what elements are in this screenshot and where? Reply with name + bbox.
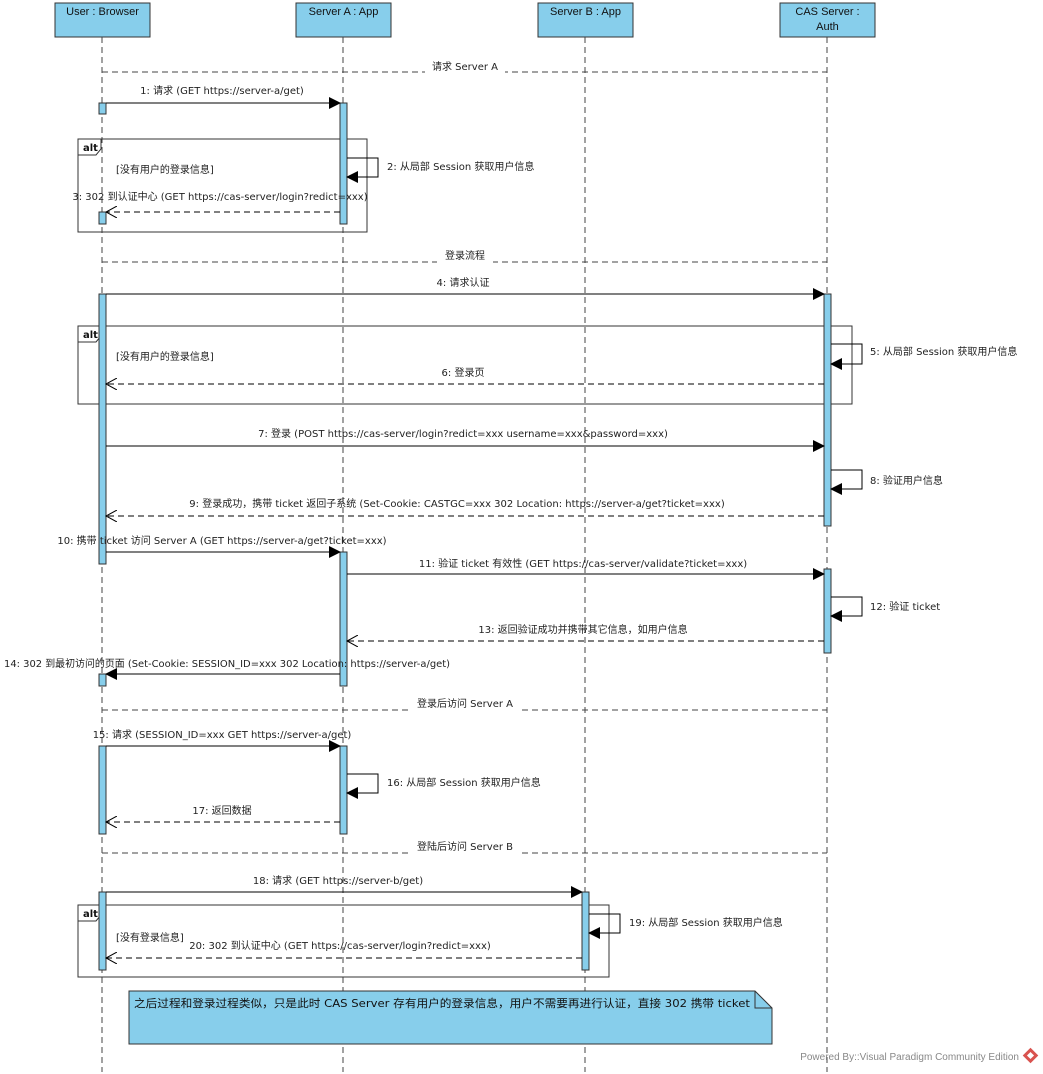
alt-keyword: alt: [83, 909, 98, 920]
participant-cas: CAS Server : Auth: [779, 2, 876, 38]
alt-frame: alt [没有登录信息]: [77, 904, 610, 978]
participant-server-a: Server A : App: [295, 2, 392, 38]
divider: 登录后访问 Server A: [102, 697, 827, 711]
message-label: 13: 返回验证成功并携带其它信息，如用户信息: [478, 623, 687, 636]
message-label: 11: 验证 ticket 有效性 (GET https://cas-serve…: [419, 557, 747, 570]
message: 20: 302 到认证中心 (GET https://cas-server/lo…: [106, 939, 582, 958]
message: 9: 登录成功，携带 ticket 返回子系统 (Set-Cookie: CAS…: [106, 497, 824, 516]
alt-guard: [没有登录信息]: [116, 931, 184, 944]
message: 1: 请求 (GET https://server-a/get): [106, 84, 341, 109]
message: 11: 验证 ticket 有效性 (GET https://cas-serve…: [347, 557, 825, 580]
message-label: 4: 请求认证: [437, 276, 490, 289]
participant-user: User : Browser: [54, 2, 151, 38]
participant-label: Server A : App: [309, 6, 379, 18]
message-label: 20: 302 到认证中心 (GET https://cas-server/lo…: [189, 939, 491, 952]
alt-keyword: alt: [83, 330, 98, 341]
message: 5: 从局部 Session 获取用户信息: [830, 343, 1017, 370]
activation-bar: [98, 673, 107, 687]
activation-bar: [339, 745, 348, 835]
participant-label: CAS Server :: [795, 6, 859, 18]
message-label: 1: 请求 (GET https://server-a/get): [140, 84, 304, 97]
message-label: 16: 从局部 Session 获取用户信息: [387, 776, 541, 789]
activation-bar: [98, 745, 107, 835]
message: 14: 302 到最初访问的页面 (Set-Cookie: SESSION_ID…: [4, 657, 450, 680]
message-label: 15: 请求 (SESSION_ID=xxx GET https://serve…: [93, 728, 352, 741]
alt-keyword: alt: [83, 143, 98, 154]
message-label: 18: 请求 (GET https://server-b/get): [253, 874, 423, 887]
message: 17: 返回数据: [106, 804, 340, 822]
message: 3: 302 到认证中心 (GET https://cas-server/log…: [72, 190, 368, 212]
participant-server-b: Server B : App: [537, 2, 634, 38]
message: 19: 从局部 Session 获取用户信息: [588, 913, 783, 939]
activation-bar: [98, 102, 107, 115]
participant-label: Auth: [816, 21, 839, 33]
message: 16: 从局部 Session 获取用户信息: [346, 773, 541, 799]
note: 之后过程和登录过程类似，只是此时 CAS Server 存有用户的登录信息，用户…: [128, 990, 773, 1045]
divider: 登陆后访问 Server B: [102, 840, 827, 854]
activation-bar: [98, 293, 107, 565]
message: 10: 携带 ticket 访问 Server A (GET https://s…: [57, 534, 387, 558]
divider-label: 登录流程: [445, 249, 485, 262]
activation-bars: [98, 102, 832, 971]
participant-label: User : Browser: [66, 6, 139, 18]
divider: 请求 Server A: [102, 60, 827, 74]
activation-bar: [823, 568, 832, 654]
divider-label: 登陆后访问 Server B: [417, 840, 513, 853]
alt-guard: [没有用户的登录信息]: [116, 163, 214, 176]
activation-bar: [339, 551, 348, 687]
message: 4: 请求认证: [106, 276, 825, 300]
activation-bar: [339, 102, 348, 225]
activation-bar: [98, 211, 107, 225]
message-label: 6: 登录页: [442, 366, 485, 379]
message: 7: 登录 (POST https://cas-server/login?red…: [106, 427, 825, 452]
message-label: 14: 302 到最初访问的页面 (Set-Cookie: SESSION_ID…: [4, 657, 450, 670]
message-label: 5: 从局部 Session 获取用户信息: [870, 345, 1017, 358]
visual-paradigm-logo-icon: [1022, 1047, 1039, 1064]
message-label: 3: 302 到认证中心 (GET https://cas-server/log…: [72, 190, 367, 203]
divider-label: 请求 Server A: [432, 60, 498, 73]
message: 2: 从局部 Session 获取用户信息: [346, 157, 534, 183]
footer: Powered By::Visual Paradigm Community Ed…: [800, 1047, 1039, 1064]
message: 12: 验证 ticket: [830, 596, 940, 622]
message-label: 10: 携带 ticket 访问 Server A (GET https://s…: [57, 534, 386, 547]
message-label: 7: 登录 (POST https://cas-server/login?red…: [258, 427, 668, 440]
message: 15: 请求 (SESSION_ID=xxx GET https://serve…: [93, 728, 352, 752]
message-label: 19: 从局部 Session 获取用户信息: [629, 916, 783, 929]
divider: 登录流程: [102, 249, 827, 263]
activation-bar: [823, 293, 832, 527]
footer-text: Powered By::Visual Paradigm Community Ed…: [800, 1052, 1019, 1063]
alt-guard: [没有用户的登录信息]: [116, 350, 214, 363]
participant-label: Server B : App: [550, 6, 621, 18]
divider-label: 登录后访问 Server A: [417, 697, 513, 710]
message: 18: 请求 (GET https://server-b/get): [106, 874, 583, 898]
alt-frame: alt [没有用户的登录信息]: [77, 325, 853, 405]
message-label: 9: 登录成功，携带 ticket 返回子系统 (Set-Cookie: CAS…: [189, 497, 725, 510]
note-text: 之后过程和登录过程类似，只是此时 CAS Server 存有用户的登录信息，用户…: [134, 996, 751, 1010]
message: 6: 登录页: [106, 366, 824, 384]
message-label: 17: 返回数据: [192, 804, 251, 817]
activation-bar: [581, 891, 590, 971]
message: 13: 返回验证成功并携带其它信息，如用户信息: [347, 623, 824, 641]
alt-frame: alt [没有用户的登录信息]: [77, 138, 368, 233]
message-label: 8: 验证用户信息: [870, 474, 943, 487]
message-label: 2: 从局部 Session 获取用户信息: [387, 160, 534, 173]
message: 8: 验证用户信息: [830, 469, 943, 495]
activation-bar: [98, 891, 107, 971]
message-label: 12: 验证 ticket: [870, 600, 940, 613]
